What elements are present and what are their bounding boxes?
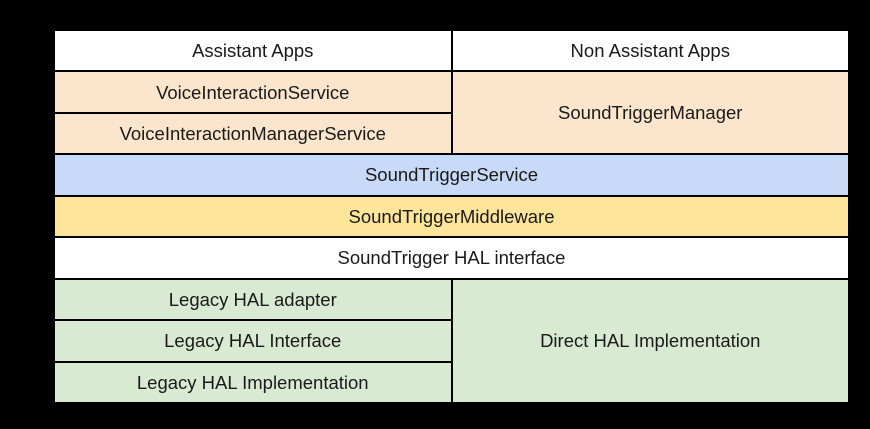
cell-legacy-hal-implementation: Legacy HAL Implementation (55, 362, 451, 402)
cell-assistant-apps: Assistant Apps (55, 31, 451, 71)
cell-direct-hal-implementation: Direct HAL Implementation (452, 279, 848, 402)
cell-sound-trigger-manager: SoundTriggerManager (452, 72, 848, 154)
cell-sound-trigger-service: SoundTriggerService (55, 155, 848, 195)
cell-non-assistant-apps: Non Assistant Apps (452, 31, 848, 71)
cell-sound-trigger-hal-interface: SoundTrigger HAL interface (55, 238, 848, 278)
cell-legacy-hal-interface: Legacy HAL Interface (55, 321, 451, 361)
cell-voice-interaction-manager-service: VoiceInteractionManagerService (55, 113, 451, 154)
cell-legacy-hal-adapter: Legacy HAL adapter (55, 279, 451, 320)
cell-voice-interaction-service: VoiceInteractionService (55, 72, 451, 112)
cell-sound-trigger-middleware: SoundTriggerMiddleware (55, 196, 848, 237)
soundtrigger-stack-diagram: Assistant Apps Non Assistant Apps VoiceI… (53, 29, 850, 404)
